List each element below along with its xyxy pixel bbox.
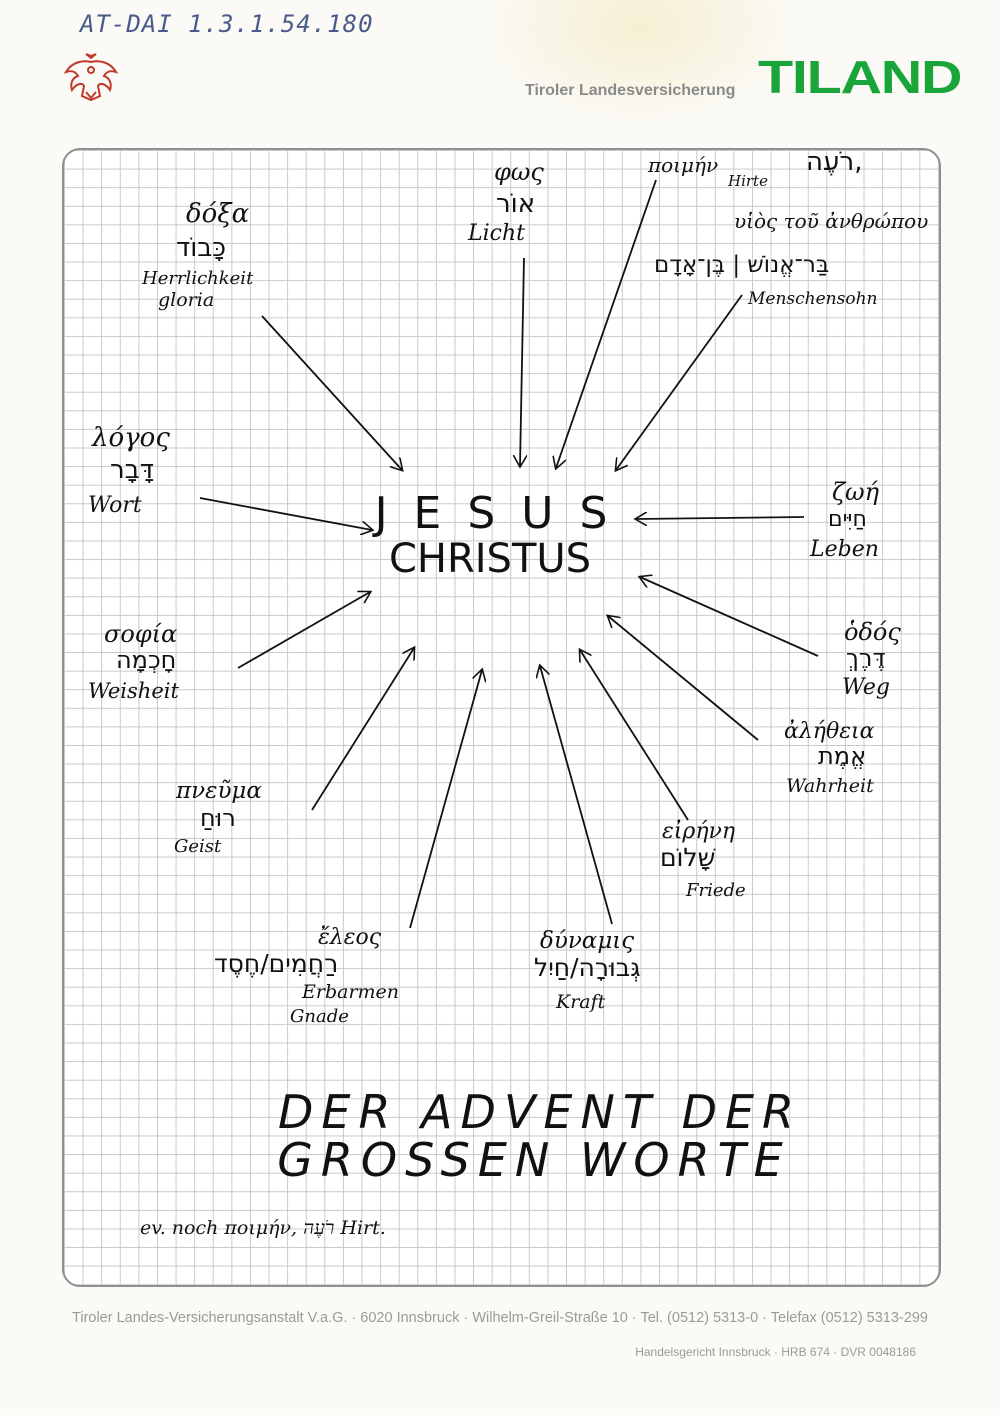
svg-text:דֶּרֶךְ: דֶּרֶךְ bbox=[846, 644, 886, 672]
paper-stain bbox=[470, 0, 810, 130]
word-poimen: ποιμήν רֹעֶה, Hirte bbox=[647, 147, 862, 190]
svg-text:דָּבָר: דָּבָר bbox=[110, 455, 154, 485]
svg-text:δύναμις: δύναμις bbox=[540, 928, 634, 954]
title-line-1: DER ADVENT DER bbox=[278, 1085, 802, 1139]
svg-text:ἀλήθεια: ἀλήθεια bbox=[784, 719, 875, 744]
svg-text:רַחֲמִים/חֶסֶד: רַחֲמִים/חֶסֶד bbox=[214, 949, 338, 978]
arrow-poimen bbox=[556, 179, 657, 468]
svg-text:Wort: Wort bbox=[88, 493, 142, 518]
svg-text:חָכְמָה: חָכְמָה bbox=[116, 646, 176, 674]
arrow-pneuma bbox=[311, 648, 414, 811]
svg-text:Geist: Geist bbox=[174, 836, 222, 857]
word-logos: λόγος דָּבָר Wort bbox=[88, 423, 170, 518]
word-sophia: σοφία חָכְמָה Weisheit bbox=[88, 620, 179, 703]
word-dynamis: δύναμις גְּבוּרָה/חַיִל Kraft bbox=[534, 928, 641, 1013]
word-eleos: ἔλεος רַחֲמִים/חֶסֶד Erbarmen Gnade bbox=[214, 925, 399, 1027]
arrow-hodos bbox=[640, 577, 819, 657]
svg-text:גְּבוּרָה/חַיִל: גְּבוּרָה/חַיִל bbox=[534, 953, 641, 982]
archive-id: AT-DAI 1.3.1.54.180 bbox=[80, 10, 374, 38]
word-phos: φως אוֹר Licht bbox=[467, 158, 544, 246]
arrow-aletheia bbox=[608, 616, 759, 741]
svg-text:δόξα: δόξα bbox=[186, 199, 250, 229]
svg-text:רֹעֶה,: רֹעֶה, bbox=[806, 147, 862, 177]
svg-text:Leben: Leben bbox=[809, 537, 879, 562]
arrow-sophia bbox=[237, 592, 370, 669]
svg-text:ὁδός: ὁδός bbox=[844, 618, 901, 646]
svg-text:υἱὸς τοῦ ἀνθρώπου: υἱὸς τοῦ ἀνθρώπου bbox=[734, 209, 928, 233]
svg-text:רוּחַ: רוּחַ bbox=[200, 804, 236, 832]
svg-text:φως: φως bbox=[494, 158, 544, 186]
svg-text:πνεῦμα: πνεῦμα bbox=[175, 778, 262, 804]
svg-text:אוֹר: אוֹר bbox=[496, 189, 535, 219]
tyrolean-eagle-icon bbox=[63, 53, 119, 102]
svg-text:Kraft: Kraft bbox=[555, 991, 606, 1013]
svg-text:Friede: Friede bbox=[685, 880, 746, 901]
arrow-logos bbox=[199, 497, 372, 530]
svg-text:חַיִּים: חַיִּים bbox=[828, 507, 867, 532]
word-aletheia: ἀλήθεια אֱמֶת Wahrheit bbox=[784, 719, 875, 797]
svg-text:ἔλεος: ἔλεος bbox=[318, 925, 382, 950]
word-hodos: ὁδός דֶּרֶךְ Weg bbox=[842, 618, 901, 700]
handwritten-note: ev. noch ποιμήν, רֹעֶה Hirt. bbox=[140, 1217, 386, 1239]
arrow-eirene bbox=[580, 650, 689, 821]
center-jesus: J E S U S bbox=[372, 488, 614, 539]
svg-text:Wahrheit: Wahrheit bbox=[786, 775, 874, 797]
svg-text:σοφία: σοφία bbox=[104, 620, 177, 648]
word-zoe: ζωή חַיִּים Leben bbox=[809, 478, 880, 562]
tiland-logo: TILAND bbox=[758, 51, 963, 103]
svg-text:Erbarmen: Erbarmen bbox=[301, 981, 399, 1003]
center-christus: CHRISTUS bbox=[389, 536, 591, 582]
svg-text:Weisheit: Weisheit bbox=[88, 679, 179, 703]
svg-text:ποιμήν: ποιμήν bbox=[647, 153, 718, 177]
arrows bbox=[199, 179, 819, 929]
svg-text:אֱמֶת: אֱמֶת bbox=[818, 742, 866, 770]
svg-text:Herrlichkeit: Herrlichkeit bbox=[141, 268, 254, 289]
arrow-dynamis bbox=[540, 666, 613, 925]
svg-text:Licht: Licht bbox=[467, 221, 525, 246]
arrow-huios bbox=[616, 294, 743, 470]
svg-text:ζωή: ζωή bbox=[832, 478, 880, 506]
svg-text:Weg: Weg bbox=[842, 675, 890, 700]
word-huios: υἱὸς τοῦ ἀνθρώπου בַּר־אֱנוֹשׁ | בֶּן־אָ… bbox=[654, 209, 928, 309]
title-line-2: GROSSEN WORTE bbox=[277, 1133, 791, 1187]
svg-text:λόγος: λόγος bbox=[91, 423, 170, 453]
arrow-phos bbox=[520, 257, 524, 466]
svg-text:εἰρήνη: εἰρήνη bbox=[662, 819, 735, 844]
arrow-doxa bbox=[261, 315, 402, 470]
svg-text:בַּר־אֱנוֹשׁ | בֶּן־אָדָם: בַּר־אֱנוֹשׁ | בֶּן־אָדָם bbox=[654, 252, 829, 278]
svg-text:Menschensohn: Menschensohn bbox=[747, 289, 877, 309]
word-eirene: εἰρήνη שָׁלוֹם Friede bbox=[660, 819, 746, 901]
footer-register: Handelsgericht Innsbruck · HRB 674 · DVR… bbox=[635, 1345, 916, 1359]
arrow-zoe bbox=[636, 517, 805, 519]
footer-address: Tiroler Landes-Versicherungsanstalt V.a.… bbox=[72, 1310, 928, 1326]
grid-sheet bbox=[62, 148, 941, 1287]
svg-text:Hirte: Hirte bbox=[727, 172, 768, 190]
arrow-eleos bbox=[409, 670, 482, 929]
word-pneuma: πνεῦμα רוּחַ Geist bbox=[174, 778, 262, 857]
insurer-name: Tiroler Landesversicherung bbox=[525, 82, 736, 99]
svg-text:כָּבוֹד: כָּבוֹד bbox=[176, 233, 226, 263]
word-doxa: δόξα כָּבוֹד Herrlichkeit gloria bbox=[141, 199, 254, 311]
svg-text:Gnade: Gnade bbox=[290, 1006, 349, 1027]
svg-text:gloria: gloria bbox=[158, 289, 214, 311]
svg-text:שָׁלוֹם: שָׁלוֹם bbox=[660, 843, 716, 872]
